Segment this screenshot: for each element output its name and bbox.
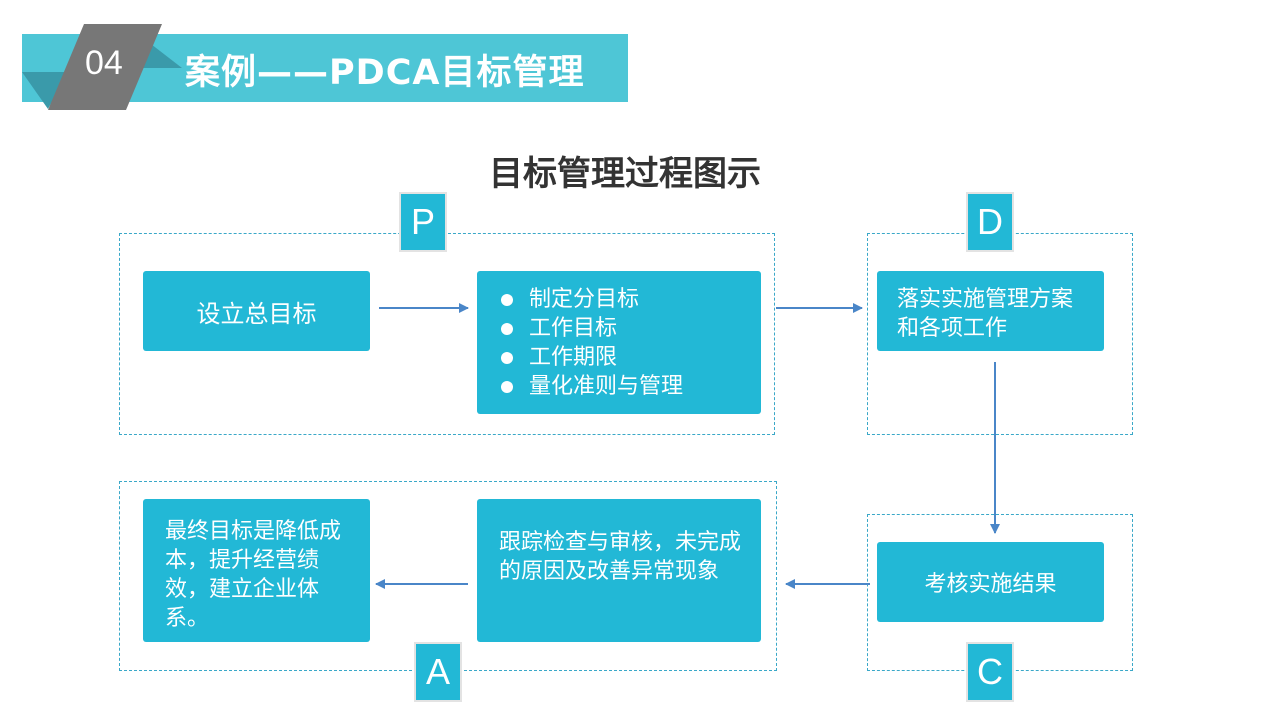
track-text: 跟踪检查与审核，未完成的原因及改善异常现象 <box>499 530 742 584</box>
phase-tag-a: A <box>414 642 462 702</box>
box-goal-items: 制定分目标 工作目标 工作期限 量化准则与管理 <box>477 271 761 414</box>
box-assess: 考核实施结果 <box>877 542 1104 622</box>
section-number: 04 <box>85 44 123 82</box>
phase-tag-d: D <box>966 192 1014 252</box>
box-final-goal: 最终目标是降低成本，提升经营绩效，建立企业体系。 <box>143 499 370 642</box>
diagram-title: 目标管理过程图示 <box>489 154 761 194</box>
page-title: 案例——PDCA目标管理 <box>185 53 585 93</box>
box-set-goal: 设立总目标 <box>143 271 370 351</box>
list-item: 量化准则与管理 <box>501 372 761 401</box>
list-item: 工作期限 <box>501 343 761 372</box>
phase-tag-c: C <box>966 642 1014 702</box>
section-badge <box>22 24 182 110</box>
list-item: 工作目标 <box>501 314 761 343</box>
final-goal-text: 最终目标是降低成本，提升经营绩效，建立企业体系。 <box>165 519 342 631</box>
phase-tag-p: P <box>399 192 447 252</box>
list-item: 制定分目标 <box>501 285 761 314</box>
region-plan <box>119 233 775 435</box>
box-implement: 落实实施管理方案和各项工作 <box>877 271 1104 351</box>
goal-items-list: 制定分目标 工作目标 工作期限 量化准则与管理 <box>477 271 761 401</box>
box-track: 跟踪检查与审核，未完成的原因及改善异常现象 <box>477 499 761 642</box>
implement-text: 落实实施管理方案和各项工作 <box>897 287 1074 341</box>
